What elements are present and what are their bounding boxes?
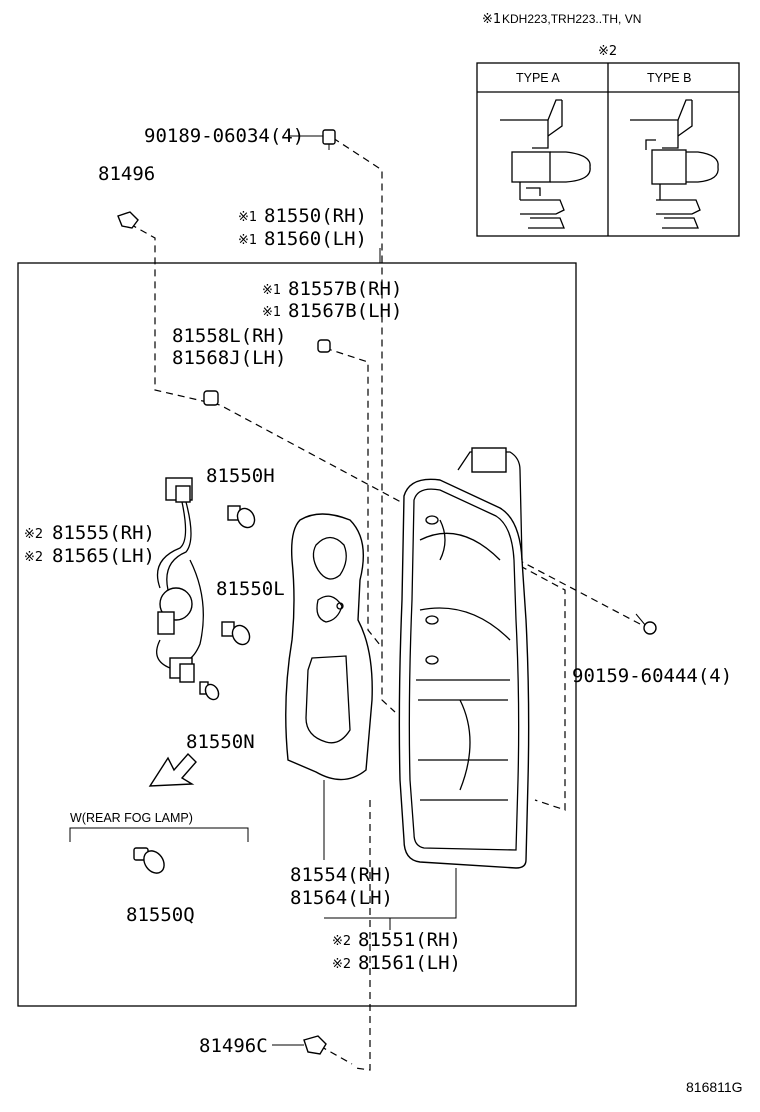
gasket-81557b-illustration bbox=[317, 339, 331, 353]
header-note-mark: ※1 bbox=[482, 12, 501, 27]
clip-81496c-illustration bbox=[303, 1035, 327, 1055]
label-bulb-n: 81550N bbox=[186, 731, 255, 753]
clip-81496-illustration bbox=[117, 211, 139, 229]
header-note-text: KDH223,TRH223..TH, VN bbox=[502, 12, 641, 26]
label-gasket-lh: 81567B(LH) bbox=[288, 300, 402, 322]
leader-lines bbox=[69, 135, 457, 1046]
type-table: TYPE A TYPE B bbox=[476, 62, 740, 237]
label-clip-81496: 81496 bbox=[98, 163, 155, 185]
mark-lens-rh: ※2 bbox=[332, 934, 351, 949]
label-socket-lh: 81565(LH) bbox=[52, 545, 155, 567]
type-a-socket-illustration bbox=[500, 99, 591, 229]
label-cushion-rh: 81558L(RH) bbox=[172, 325, 286, 347]
label-bulb-h: 81550H bbox=[206, 465, 275, 487]
guide-lines bbox=[129, 137, 641, 1071]
mark-gasket-lh: ※1 bbox=[262, 305, 281, 320]
screw-right-illustration bbox=[635, 613, 657, 635]
bulb-81550h-illustration bbox=[227, 505, 256, 529]
type-b-label: TYPE B bbox=[647, 71, 691, 85]
label-bolt-top: 90189-06034(4) bbox=[144, 125, 304, 147]
label-gasket-rh: 81557B(RH) bbox=[288, 278, 402, 300]
label-clip-bottom: 81496C bbox=[199, 1035, 268, 1057]
bulb-81550l-illustration bbox=[221, 621, 251, 646]
type-b-socket-illustration bbox=[630, 99, 719, 229]
label-lens-lh: 81561(LH) bbox=[358, 952, 461, 974]
label-gasket2-lh: 81564(LH) bbox=[290, 887, 393, 909]
label-bulb-q: 81550Q bbox=[126, 904, 195, 926]
mark-socket-lh: ※2 bbox=[24, 550, 43, 565]
bulb-81550q-illustration bbox=[133, 847, 165, 874]
label-lamp-lh: 81560(LH) bbox=[264, 228, 367, 250]
direction-arrow bbox=[148, 752, 197, 787]
bolt-top-illustration bbox=[322, 129, 336, 150]
mark-socket-rh: ※2 bbox=[24, 527, 43, 542]
gasket-plate-81554-illustration bbox=[285, 513, 373, 781]
cushion-81558l-illustration bbox=[203, 390, 219, 406]
label-bulb-l: 81550L bbox=[216, 578, 285, 600]
label-diagram-code: 816811G bbox=[686, 1079, 743, 1095]
mark-lens-lh: ※2 bbox=[332, 957, 351, 972]
label-lens-rh: 81551(RH) bbox=[358, 929, 461, 951]
label-lamp-rh: 81550(RH) bbox=[264, 205, 367, 227]
type-table-mark: ※2 bbox=[598, 44, 617, 59]
assembly-frame bbox=[17, 262, 577, 1007]
bulb-81550n-illustration bbox=[199, 681, 220, 701]
label-cushion-lh: 81568J(LH) bbox=[172, 347, 286, 369]
socket-harness-illustration bbox=[156, 477, 204, 683]
label-screw-right: 90159-60444(4) bbox=[572, 665, 732, 687]
mark-lamp-rh: ※1 bbox=[238, 210, 257, 225]
type-a-label: TYPE A bbox=[516, 71, 560, 85]
mark-gasket-rh: ※1 bbox=[262, 283, 281, 298]
label-gasket2-rh: 81554(RH) bbox=[290, 864, 393, 886]
mark-lamp-lh: ※1 bbox=[238, 233, 257, 248]
label-fog-header: W(REAR FOG LAMP) bbox=[70, 811, 193, 825]
label-socket-rh: 81555(RH) bbox=[52, 522, 155, 544]
lamp-body-illustration bbox=[398, 447, 530, 869]
